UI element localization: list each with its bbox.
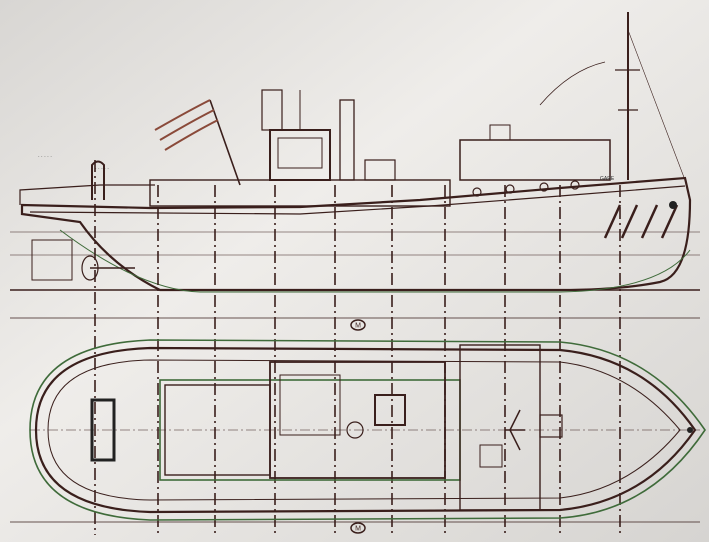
side-elevation: GARE · · · · · · · · · · [10, 12, 700, 319]
svg-text:M: M [355, 526, 361, 533]
plan-view [29, 339, 706, 521]
svg-text:M: M [355, 323, 361, 330]
svg-text:· · · · ·: · · · · · [95, 166, 109, 172]
svg-text:· · · · ·: · · · · · [38, 154, 52, 160]
bow-name-label: GARE [600, 176, 615, 182]
section-marker-bottom: M [350, 522, 366, 534]
section-marker-top: M [350, 319, 366, 331]
